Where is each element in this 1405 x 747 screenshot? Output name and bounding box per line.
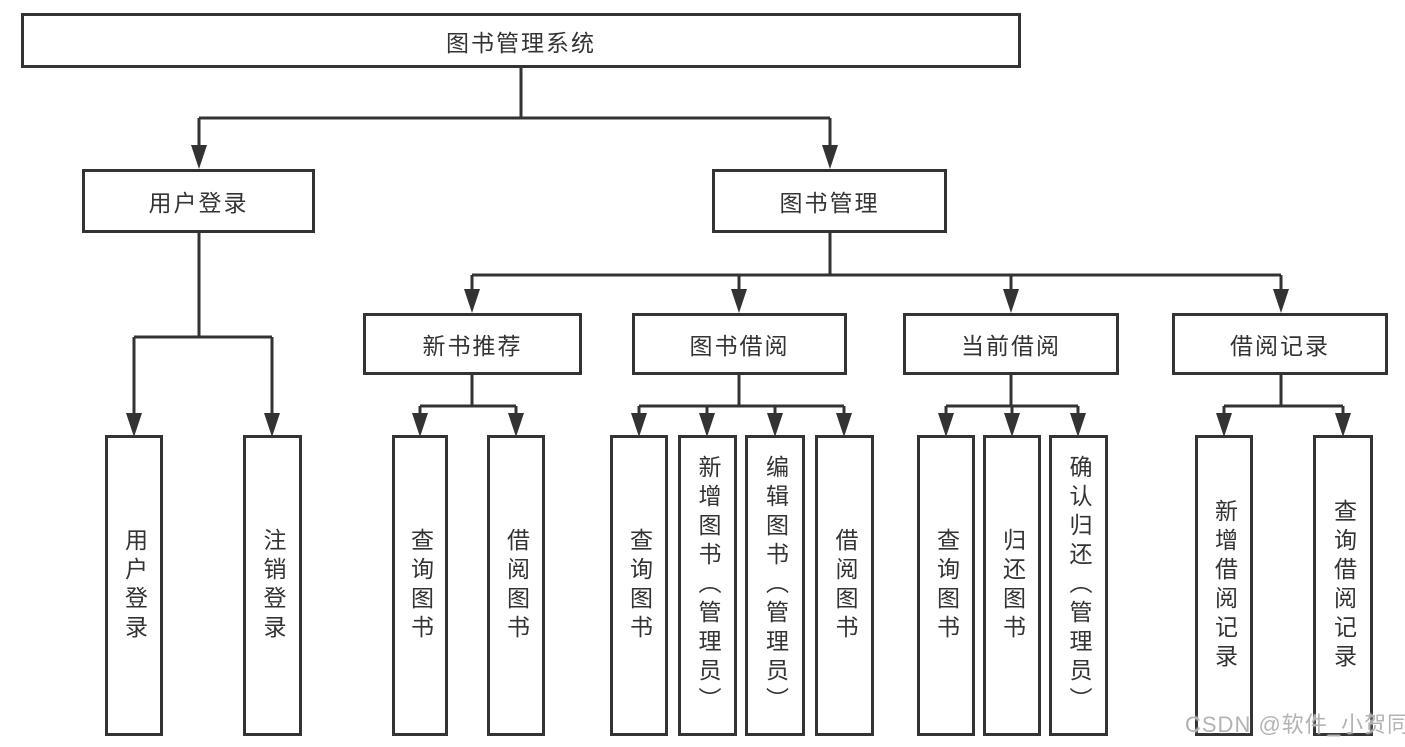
leaf-label: 新增图书（管理员） <box>695 455 721 716</box>
leaf-add-borrow-record: 新增借阅记录 <box>1195 435 1253 736</box>
leaf-label: 归还图书 <box>999 527 1026 644</box>
arrowhead <box>1273 289 1289 313</box>
leaf-add-book-admin: 新增图书（管理员） <box>678 435 737 736</box>
leaf-borrow-books-recommend: 借阅图书 <box>487 435 545 736</box>
leaf-query-borrow-record: 查询借阅记录 <box>1313 435 1373 736</box>
node-borrowing-records: 借阅记录 <box>1172 313 1388 375</box>
node-new-book-recommendation: 新书推荐 <box>363 313 582 375</box>
arrowhead <box>836 413 852 437</box>
arrowhead <box>126 413 142 437</box>
csdn-watermark: CSDN @软件_小贺同学 <box>1185 712 1405 737</box>
arrowhead <box>767 413 783 437</box>
node-current-borrowing: 当前借阅 <box>903 313 1119 375</box>
leaf-query-books-borrowing: 查询图书 <box>610 435 668 736</box>
arrowhead <box>1004 413 1020 437</box>
leaf-user-login: 用户登录 <box>105 435 163 736</box>
arrowhead <box>508 413 524 437</box>
node-user-login-branch: 用户登录 <box>82 169 315 233</box>
leaf-borrow-books: 借阅图书 <box>815 435 874 736</box>
leaf-label: 查询图书 <box>626 527 653 644</box>
arrowheads-group <box>126 145 1351 437</box>
leaf-label: 新增借阅记录 <box>1211 498 1238 673</box>
arrowhead <box>699 413 715 437</box>
arrowhead <box>938 413 954 437</box>
leaf-label: 查询图书 <box>407 527 434 644</box>
leaf-logout: 注销登录 <box>243 435 302 736</box>
leaf-query-books-recommend: 查询图书 <box>392 435 448 736</box>
arrowhead <box>1003 289 1019 313</box>
leaf-label: 查询图书 <box>933 527 960 644</box>
arrowhead <box>1216 413 1232 437</box>
leaf-label: 借阅图书 <box>503 527 530 644</box>
arrowhead <box>264 413 280 437</box>
arrowhead <box>631 413 647 437</box>
leaf-label: 用户登录 <box>121 527 148 644</box>
leaf-label: 借阅图书 <box>832 527 858 644</box>
arrowhead <box>191 145 207 169</box>
leaf-label: 编辑图书（管理员） <box>762 455 789 716</box>
leaf-label: 注销登录 <box>260 527 286 644</box>
leaf-label: 查询借阅记录 <box>1330 498 1357 673</box>
leaf-label: 确认归还（管理员） <box>1066 455 1092 716</box>
leaf-confirm-return-admin: 确认归还（管理员） <box>1049 435 1108 736</box>
arrowhead <box>822 145 838 169</box>
leaf-edit-book-admin: 编辑图书（管理员） <box>745 435 805 736</box>
leaf-return-books: 归还图书 <box>983 435 1041 736</box>
leaf-query-books-current: 查询图书 <box>917 435 975 736</box>
arrowhead <box>464 289 480 313</box>
arrowhead <box>1335 413 1351 437</box>
node-library-management-system: 图书管理系统 <box>21 13 1021 68</box>
arrowhead <box>731 289 747 313</box>
arrowhead <box>412 413 428 437</box>
node-book-borrowing: 图书借阅 <box>632 313 847 375</box>
arrowhead <box>1070 413 1086 437</box>
node-book-management-branch: 图书管理 <box>712 169 947 233</box>
